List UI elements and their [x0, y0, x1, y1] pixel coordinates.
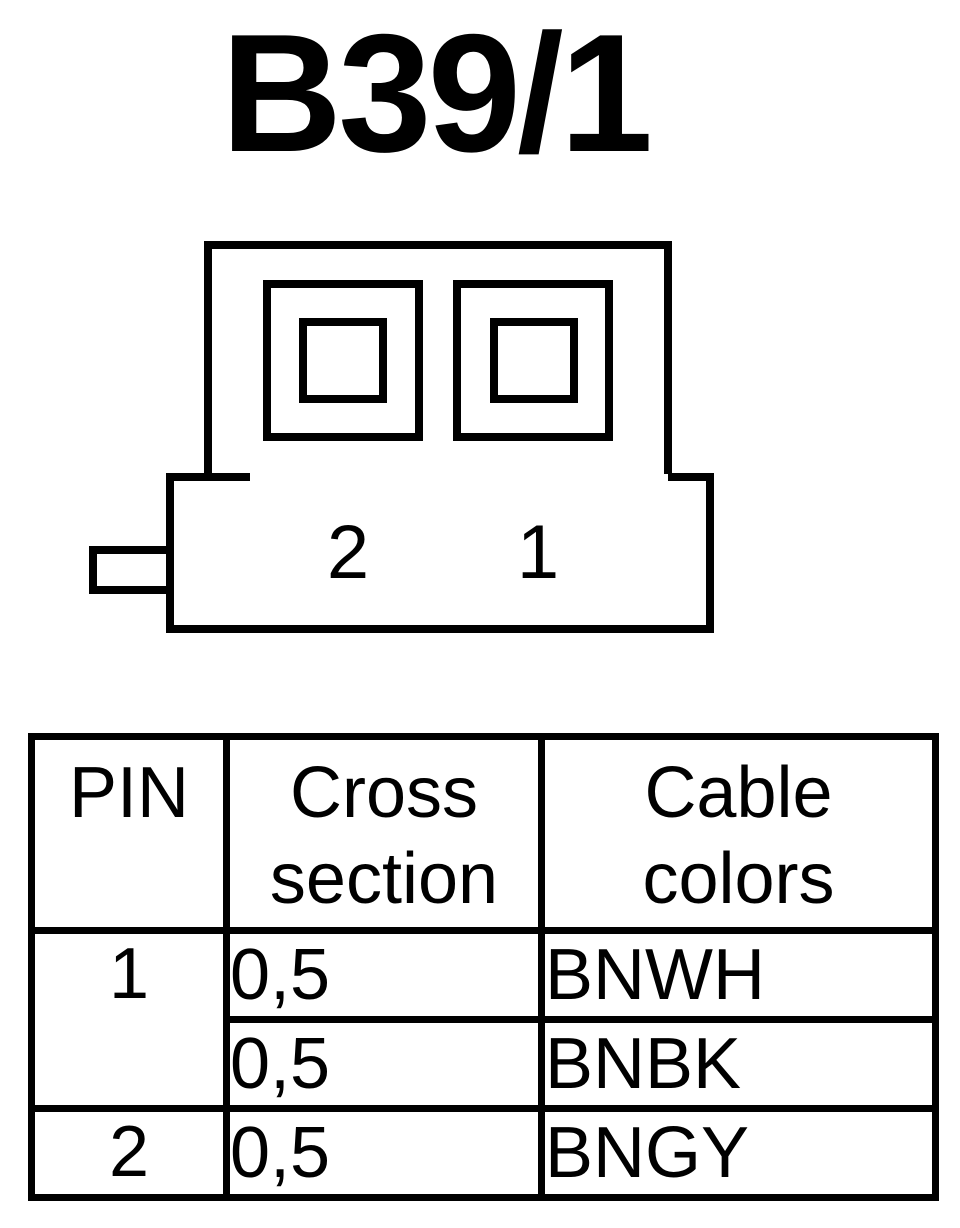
table-row: 1 0,5 BNWH	[28, 926, 939, 1112]
pin-cell: 2	[28, 1104, 230, 1202]
cross-section-cell: 0,5	[223, 926, 545, 1023]
connector-title: B39/1	[220, 0, 653, 187]
pin-label-2: 2	[327, 510, 369, 595]
cable-color-cell: BNBK	[538, 1015, 939, 1112]
cross-section-cell: 0,5	[223, 1104, 545, 1202]
header-pin-label: PIN	[68, 753, 190, 833]
header-pin: PIN	[28, 733, 230, 934]
connector-housing-top	[204, 241, 672, 474]
pin-cavity-2-outer	[263, 280, 423, 441]
header-cross-section-line1: Cross	[289, 753, 478, 833]
table-row: 2 0,5 BNGY	[28, 1104, 939, 1202]
pin-cavity-1-outer	[453, 280, 613, 441]
header-cross-section: Cross section	[223, 733, 545, 934]
connector-body	[166, 473, 714, 633]
latch-tab	[89, 546, 174, 594]
header-cross-section-line2: section	[269, 839, 499, 919]
header-cable-colors-line2: colors	[642, 839, 835, 919]
cable-color-cell: BNGY	[538, 1104, 939, 1202]
pin-cavity-1-inner	[490, 318, 578, 403]
header-cable-colors-line1: Cable	[644, 753, 833, 833]
table-row: 0,5 BNBK	[32, 1015, 939, 1112]
pin-table: PIN Cross section Cable colors 1 0,5 BNW…	[28, 733, 939, 1202]
table-header-row: PIN Cross section Cable colors	[28, 733, 939, 934]
cable-color-cell: BNWH	[538, 926, 939, 1023]
pin-label-1: 1	[517, 510, 559, 595]
cross-section-cell: 0,5	[223, 1015, 545, 1112]
pin-cavity-2-inner	[299, 318, 387, 403]
pin-cell: 1	[28, 926, 230, 1112]
header-cable-colors: Cable colors	[538, 733, 939, 934]
connector-diagram: 2 1	[89, 241, 714, 633]
